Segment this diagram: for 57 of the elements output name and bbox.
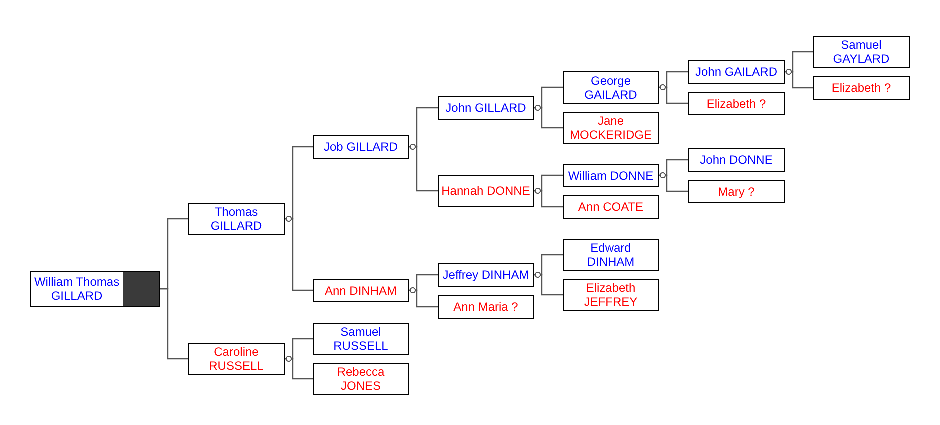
person-box bbox=[688, 92, 785, 115]
person-name: Elizabeth JEFFREY bbox=[583, 281, 639, 309]
person-box bbox=[313, 323, 409, 355]
person-name: Ann DINHAM bbox=[324, 284, 398, 298]
person-name: Elizabeth ? bbox=[832, 81, 892, 95]
person-name: Job GILLARD bbox=[324, 140, 398, 154]
person-name: Samuel RUSSELL bbox=[332, 325, 390, 353]
person-name: William Thomas GILLARD bbox=[33, 275, 121, 303]
person-name: Hannah DONNE bbox=[442, 184, 530, 198]
person-box bbox=[313, 279, 409, 302]
person-name: Ann Maria ? bbox=[454, 300, 518, 314]
person-box bbox=[813, 36, 910, 68]
person-box bbox=[188, 343, 285, 375]
person-box bbox=[313, 363, 409, 395]
person-box bbox=[688, 148, 785, 172]
person-box bbox=[813, 76, 910, 100]
person-box bbox=[563, 164, 659, 187]
person-box bbox=[438, 96, 534, 120]
person-box bbox=[438, 263, 534, 287]
person-name: John DONNE bbox=[700, 153, 773, 167]
person-name: Jane MOCKERIDGE bbox=[568, 114, 653, 142]
person-name: Elizabeth ? bbox=[706, 96, 766, 110]
person-box bbox=[30, 271, 160, 307]
connector-line bbox=[659, 172, 688, 192]
person-name: Jeffrey DINHAM bbox=[442, 268, 530, 282]
person-box bbox=[438, 175, 534, 207]
person-box bbox=[313, 135, 409, 159]
connector-line bbox=[534, 188, 563, 208]
connector-line bbox=[160, 288, 188, 360]
connector-line bbox=[409, 288, 438, 308]
connector-line bbox=[785, 69, 813, 89]
person-box bbox=[563, 195, 659, 219]
person-name: John GAILARD bbox=[695, 65, 778, 79]
person-box bbox=[438, 295, 534, 319]
person-name: Mary ? bbox=[718, 184, 755, 198]
connector-line bbox=[285, 216, 313, 292]
person-box bbox=[563, 71, 659, 104]
person-name: Thomas GILLARD bbox=[210, 205, 264, 233]
person-name: Edward DINHAM bbox=[586, 241, 636, 269]
person-box bbox=[688, 180, 785, 203]
connector-line bbox=[285, 356, 313, 380]
person-name: William DONNE bbox=[568, 168, 654, 182]
connector-line bbox=[534, 105, 563, 129]
person-box bbox=[563, 112, 659, 144]
connector-line bbox=[409, 144, 438, 192]
connector-line bbox=[534, 272, 563, 296]
person-box bbox=[688, 60, 785, 84]
person-name: Rebecca JONES bbox=[336, 365, 386, 393]
person-name: Ann COATE bbox=[578, 200, 644, 214]
person-name: Caroline RUSSELL bbox=[208, 345, 265, 373]
person-box bbox=[188, 203, 285, 235]
person-name: George GAILARD bbox=[584, 74, 638, 102]
person-box bbox=[563, 279, 659, 311]
person-name: John GILLARD bbox=[446, 101, 526, 115]
person-name: Samuel GAYLARD bbox=[832, 38, 891, 66]
person-box bbox=[563, 239, 659, 271]
connector-line bbox=[659, 84, 688, 104]
